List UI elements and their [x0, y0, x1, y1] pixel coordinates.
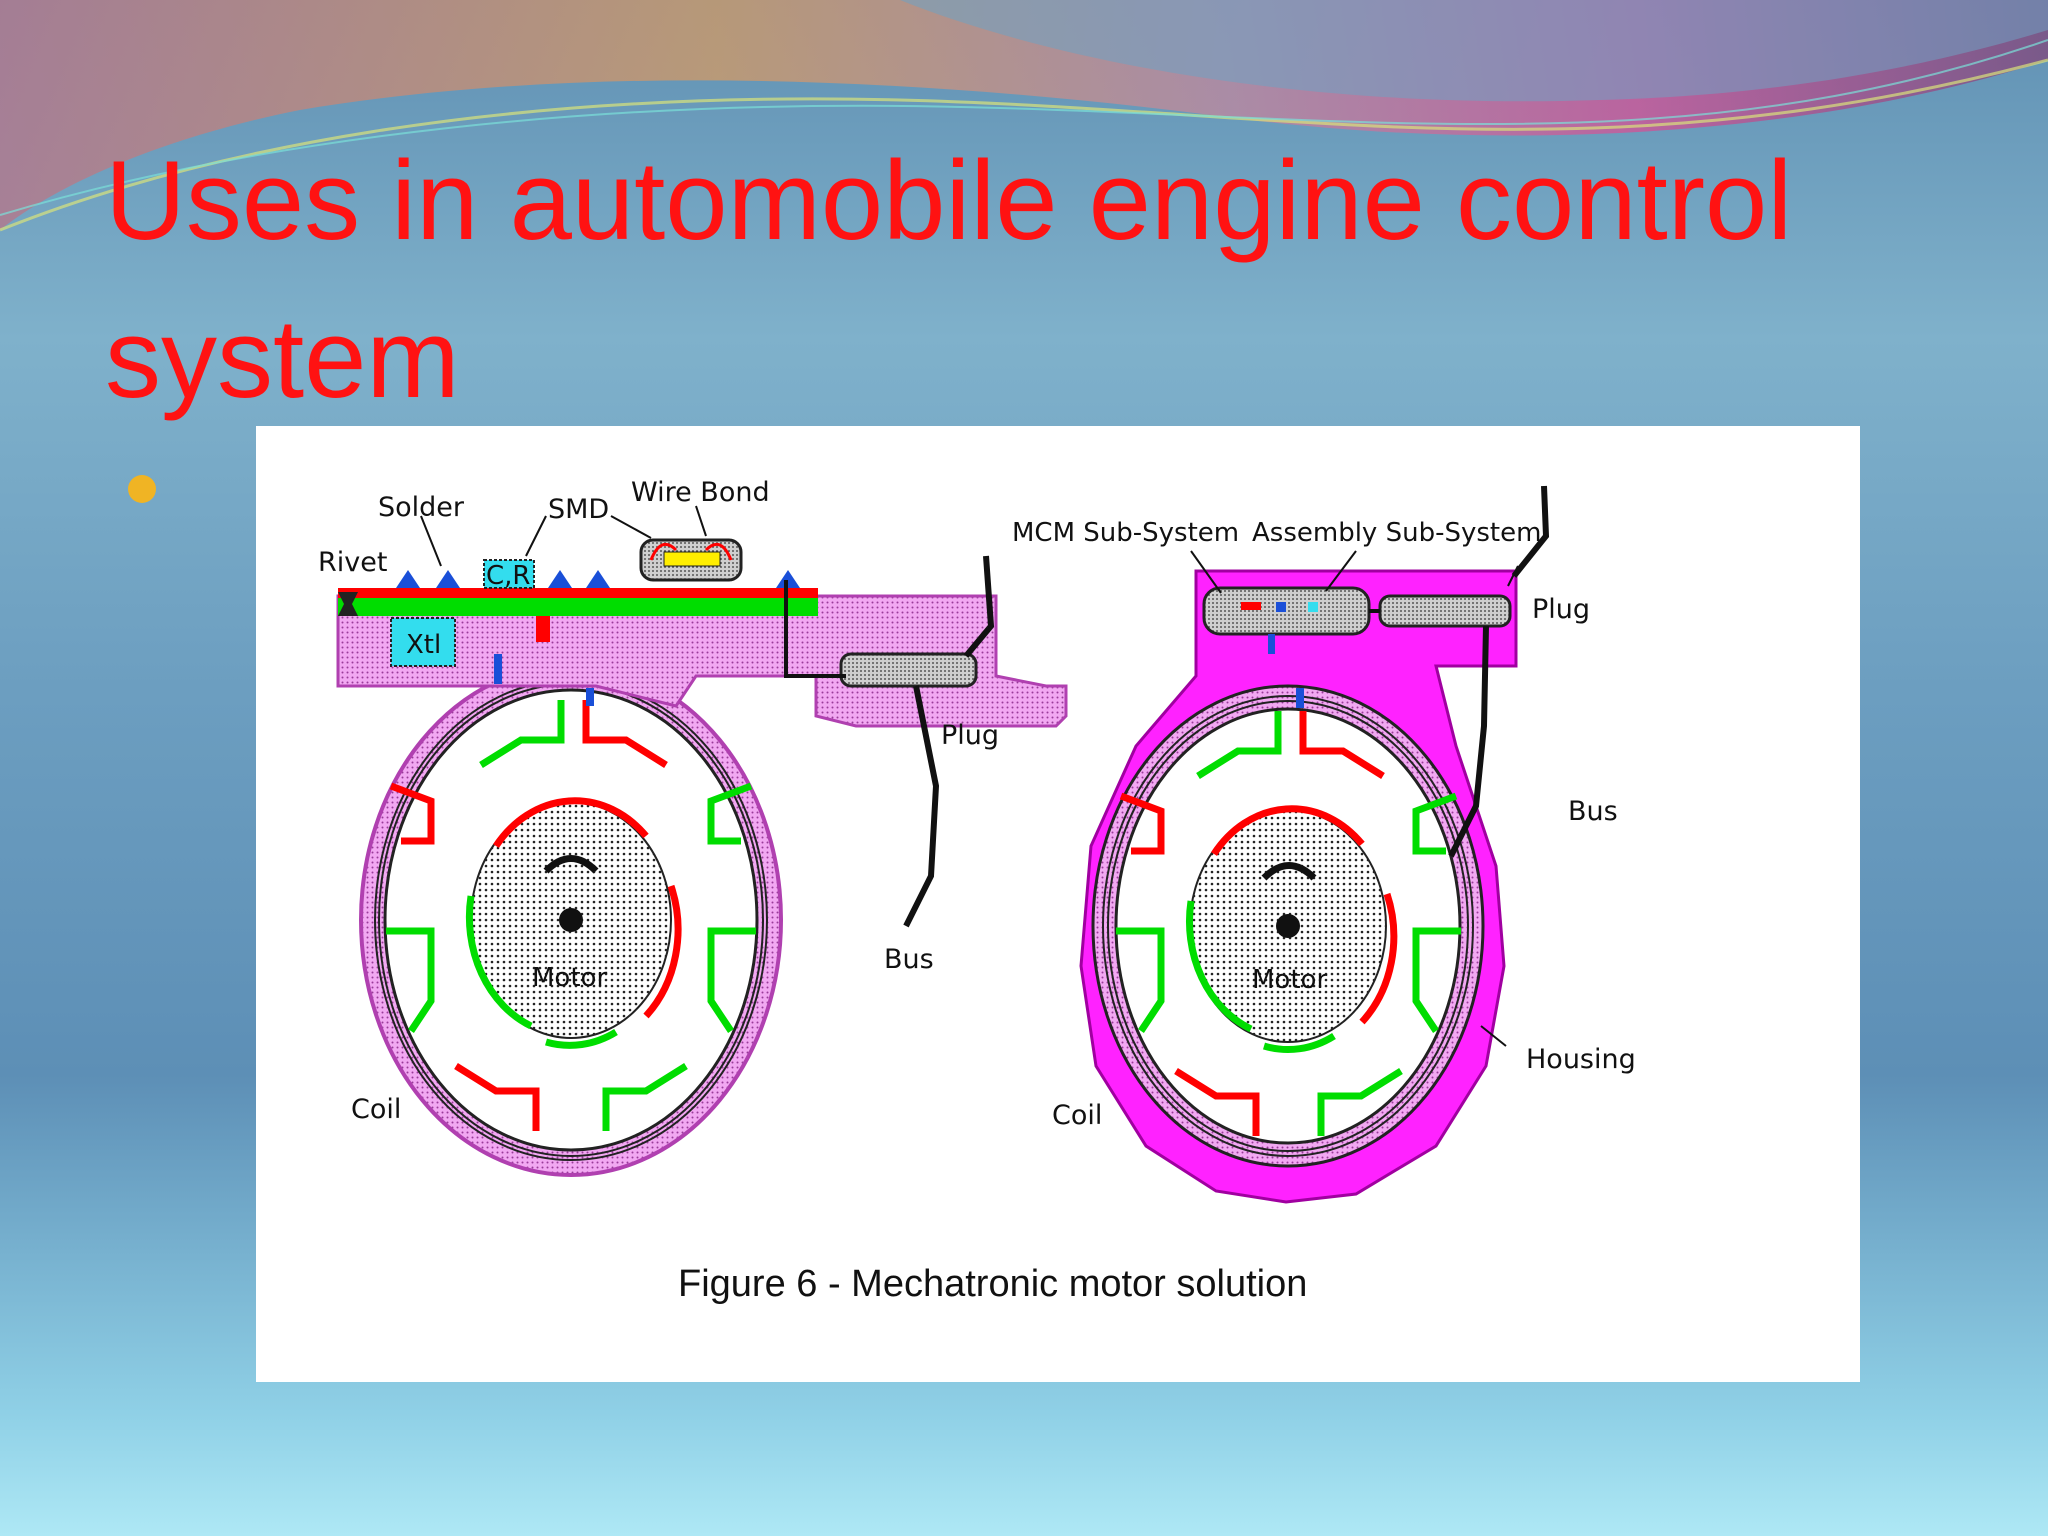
left-mechatronic-diagram: Motor C,R Xtl	[318, 477, 1068, 1177]
right-coil-windings	[1102, 695, 1474, 1157]
right-bus-cable	[1448, 625, 1489, 858]
slide-title: Uses in automobile engine control system	[105, 138, 1793, 421]
right-label-housing: Housing	[1526, 1044, 1636, 1075]
left-xtl-crystal	[390, 617, 456, 667]
left-label-rivet: Rivet	[318, 547, 387, 578]
right-plug	[1378, 594, 1512, 628]
figure-panel: Motor C,R Xtl	[256, 426, 1860, 1382]
left-rivet	[338, 592, 358, 616]
background-wave	[0, 0, 2048, 232]
right-mechatronic-diagram: Motor MCM Sub-System Assembly Sub-System…	[1012, 485, 1636, 1204]
svg-text:Xtl: Xtl	[406, 630, 441, 660]
left-plug	[839, 652, 978, 688]
left-label-wire-bond: Wire Bond	[631, 477, 770, 508]
right-label-plug: Plug	[1532, 594, 1590, 625]
left-bus-cable	[903, 685, 940, 928]
right-label-coil: Coil	[1052, 1100, 1102, 1131]
left-label-plug: Plug	[941, 720, 999, 751]
svg-text:C,R: C,R	[486, 561, 530, 591]
right-label-mcm: MCM Sub-System	[1012, 518, 1239, 548]
right-label-assembly: Assembly Sub-System	[1252, 518, 1541, 548]
left-smd-components	[396, 570, 800, 706]
right-mcm-module	[1202, 586, 1371, 636]
mechatronic-motor-diagram: Motor C,R Xtl	[318, 477, 1636, 1305]
left-label-coil: Coil	[351, 1094, 401, 1125]
left-motor-label: Motor	[532, 963, 607, 993]
left-pcb-board	[338, 598, 818, 616]
right-motor-label: Motor	[1252, 965, 1327, 995]
left-label-smd: SMD	[548, 494, 609, 525]
left-label-bus: Bus	[884, 944, 934, 975]
right-stator-poles	[1116, 711, 1461, 1136]
left-label-solder: Solder	[378, 492, 465, 523]
right-label-bus: Bus	[1568, 796, 1618, 827]
bullet-point	[128, 475, 156, 503]
left-stator-poles	[386, 700, 756, 1131]
left-cr-component	[483, 559, 535, 589]
figure-caption: Figure 6 - Mechatronic motor solution	[678, 1263, 1307, 1305]
